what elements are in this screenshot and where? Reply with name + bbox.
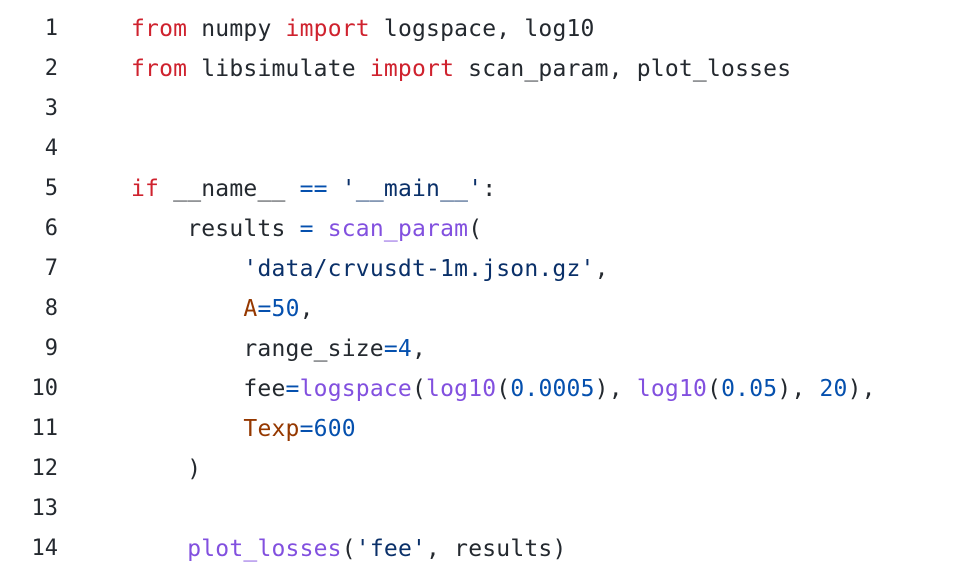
code-token: 600: [313, 416, 356, 442]
code-token: ),: [847, 376, 876, 402]
code-token: (: [496, 376, 511, 402]
code-token: 'fee': [355, 536, 427, 562]
code-token: logspace, log10: [369, 16, 595, 42]
code-token: [131, 256, 243, 282]
code-token: Texp: [243, 416, 300, 442]
line-number[interactable]: 8: [44, 296, 58, 321]
code-token: 'data/crvusdt-1m.json.gz': [243, 256, 595, 282]
code-line: 10 fee=logspace(log10(0.0005), log10(0.0…: [0, 369, 956, 409]
line-code[interactable]: from numpy import logspace, log10: [131, 16, 595, 42]
line-number[interactable]: 3: [44, 96, 58, 121]
line-code[interactable]: if __name__ == '__main__':: [131, 176, 496, 202]
code-token: __name__: [159, 176, 300, 202]
code-token: 50: [271, 296, 300, 322]
code-token: 20: [819, 376, 848, 402]
code-line: 1 from numpy import logspace, log10: [0, 9, 956, 49]
code-line: 4: [0, 129, 956, 169]
code-token: =: [383, 336, 398, 362]
code-token: ,: [299, 296, 314, 322]
code-token: , results): [426, 536, 567, 562]
code-token: scan_param, plot_losses: [454, 56, 792, 82]
line-code[interactable]: fee=logspace(log10(0.0005), log10(0.05),…: [131, 376, 876, 402]
line-number[interactable]: 1: [44, 16, 58, 41]
code-token: ),: [594, 376, 637, 402]
code-token: scan_param: [327, 216, 469, 242]
line-number[interactable]: 7: [44, 256, 58, 281]
code-token: =: [299, 216, 314, 242]
code-token: 4: [397, 336, 412, 362]
code-token: [314, 216, 328, 242]
line-code[interactable]: plot_losses('fee', results): [131, 536, 567, 562]
code-token: from: [131, 16, 188, 42]
code-token: (: [468, 216, 483, 242]
code-token: 0.05: [721, 376, 778, 402]
code-token: ==: [299, 176, 328, 202]
line-number[interactable]: 6: [44, 216, 58, 241]
code-token: A: [243, 296, 258, 322]
code-token: [328, 176, 342, 202]
line-code[interactable]: results = scan_param(: [131, 216, 482, 242]
code-token: plot_losses: [187, 536, 342, 562]
code-line: 8 A=50,: [0, 289, 956, 329]
code-token: (: [341, 536, 356, 562]
code-token: import: [369, 56, 455, 82]
code-token: =: [285, 376, 300, 402]
code-token: '__main__': [341, 176, 483, 202]
code-token: log10: [636, 376, 708, 402]
line-number[interactable]: 11: [31, 416, 59, 441]
code-token: import: [285, 16, 370, 42]
code-token: =: [299, 416, 314, 442]
code-token: log10: [426, 376, 497, 402]
code-line: 3: [0, 89, 956, 129]
code-token: results: [131, 216, 300, 242]
code-token: range_size: [131, 336, 384, 362]
code-token: =: [257, 296, 272, 322]
code-line: 2 from libsimulate import scan_param, plo…: [0, 49, 956, 89]
code-line: 9 range_size=4,: [0, 329, 956, 369]
code-token: ): [131, 456, 202, 482]
line-code[interactable]: ): [131, 456, 201, 482]
code-token: (: [707, 376, 722, 402]
line-code[interactable]: 'data/crvusdt-1m.json.gz',: [131, 256, 609, 282]
code-token: ,: [411, 336, 427, 362]
code-token: [131, 416, 243, 442]
code-token: fee: [131, 376, 286, 402]
code-token: [131, 296, 243, 322]
line-number[interactable]: 12: [31, 456, 59, 481]
code-token: ),: [777, 376, 820, 402]
code-line: 6 results = scan_param(: [0, 209, 956, 249]
code-line: 12 ): [0, 449, 956, 489]
line-number[interactable]: 2: [44, 56, 58, 81]
code-line: 5 if __name__ == '__main__':: [0, 169, 956, 209]
code-line: 13: [0, 489, 956, 529]
code-token: from: [131, 56, 188, 82]
line-code[interactable]: range_size=4,: [131, 336, 426, 362]
code-token: 0.0005: [510, 376, 595, 402]
line-number[interactable]: 9: [44, 336, 58, 361]
line-number[interactable]: 13: [31, 496, 59, 521]
code-token: :: [482, 176, 497, 202]
code-token: [131, 536, 187, 562]
code-token: numpy: [187, 16, 286, 42]
line-number[interactable]: 5: [44, 176, 58, 201]
code-token: logspace: [299, 376, 412, 402]
code-token: ,: [594, 256, 609, 282]
code-token: libsimulate: [187, 56, 370, 82]
line-number[interactable]: 10: [31, 376, 59, 401]
code-token: if: [131, 176, 160, 202]
code-line: 11 Texp=600: [0, 409, 956, 449]
code-line: 14 plot_losses('fee', results): [0, 529, 956, 569]
line-code[interactable]: A=50,: [131, 296, 314, 322]
line-code[interactable]: Texp=600: [131, 416, 356, 442]
line-code[interactable]: from libsimulate import scan_param, plot…: [131, 56, 791, 82]
code-line: 7 'data/crvusdt-1m.json.gz',: [0, 249, 956, 289]
line-number[interactable]: 14: [31, 536, 59, 561]
line-number[interactable]: 4: [44, 136, 58, 161]
code-token: (: [411, 376, 427, 402]
